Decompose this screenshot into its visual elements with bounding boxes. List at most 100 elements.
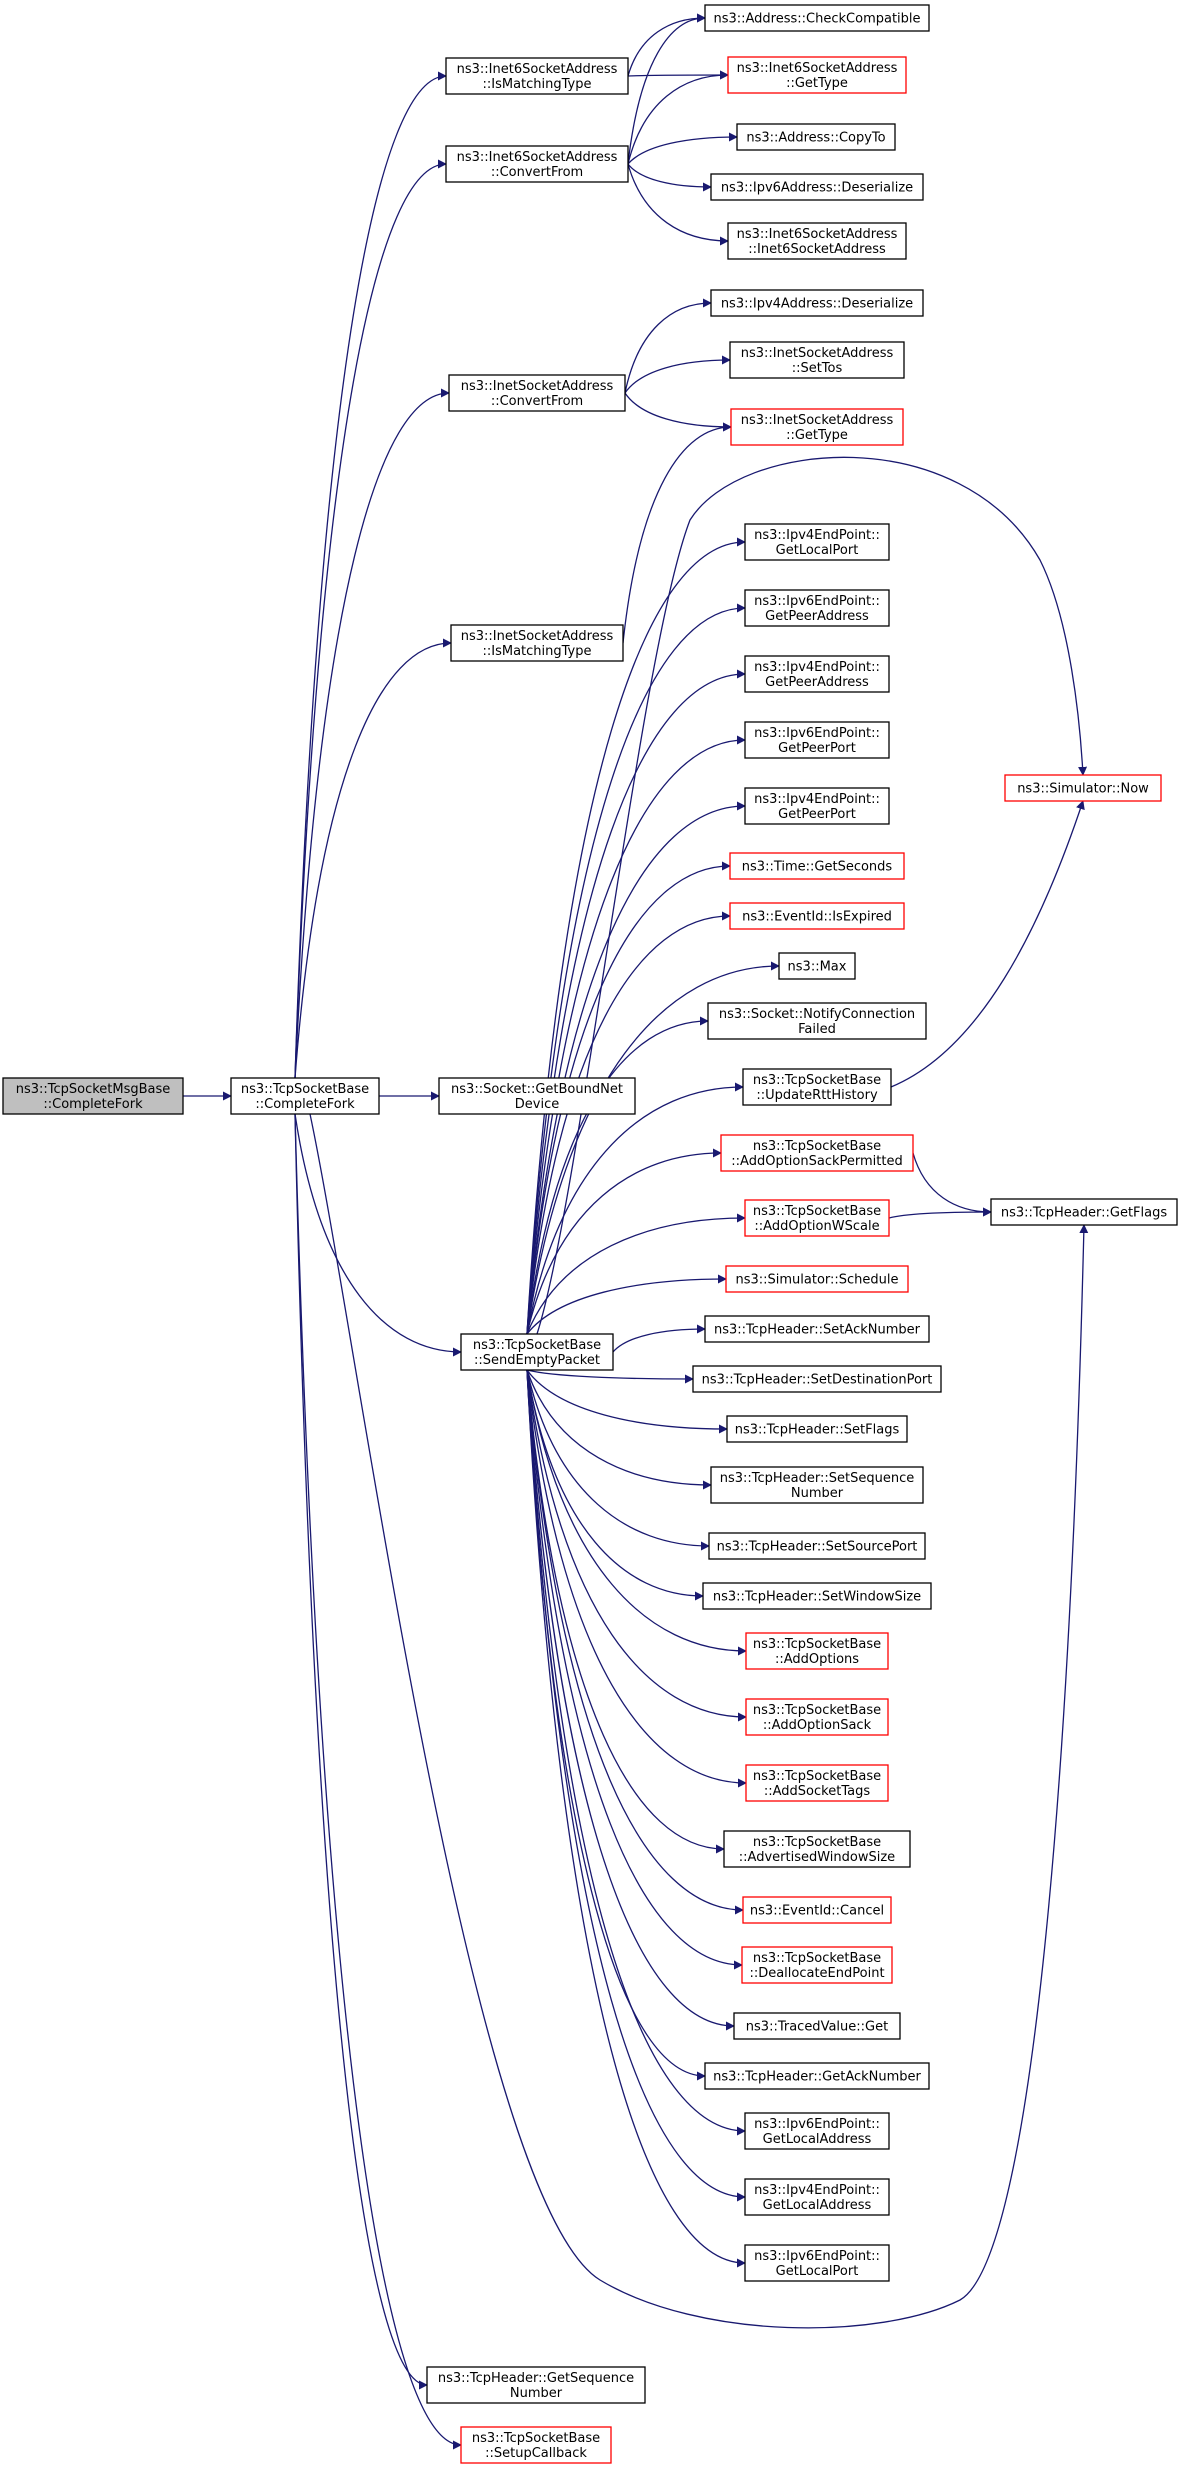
node-setsrc[interactable]: ns3::TcpHeader::SetSourcePort [708, 1532, 926, 1560]
node-label: ::SetTos [792, 361, 843, 376]
node-root[interactable]: ns3::TcpSocketMsgBase::CompleteFork [2, 1077, 184, 1115]
node-cancel[interactable]: ns3::EventId::Cancel [742, 1896, 892, 1924]
node-setdst[interactable]: ns3::TcpHeader::SetDestinationPort [692, 1365, 942, 1393]
node-box [744, 787, 890, 825]
edges-layer [182, 13, 1089, 2450]
node-box [744, 655, 890, 693]
node-sep[interactable]: ns3::TcpSocketBase::SendEmptyPacket [460, 1333, 614, 1371]
node-box [448, 374, 626, 412]
node-addopts[interactable]: ns3::TcpSocketBase::AddOptions [745, 1632, 889, 1670]
node-ep6laddr[interactable]: ns3::Ipv6EndPoint::GetLocalAddress [744, 2112, 890, 2150]
node-label: ns3::TcpHeader::SetAckNumber [714, 1323, 921, 1338]
node-i6conv[interactable]: ns3::Inet6SocketAddress::ConvertFrom [445, 145, 629, 183]
node-ep4lport[interactable]: ns3::Ipv4EndPoint::GetLocalPort [744, 523, 890, 561]
edge-i6conv-to-addrcheck [627, 13, 706, 165]
node-box [710, 1466, 924, 1504]
node-box [727, 56, 907, 94]
node-label: ns3::TcpHeader::GetSequence [438, 2371, 634, 2386]
node-label: ns3::TcpSocketBase [753, 1835, 881, 1850]
node-label: ns3::Address::CheckCompatible [713, 12, 920, 27]
node-setack[interactable]: ns3::TcpHeader::SetAckNumber [704, 1315, 930, 1343]
node-schedule[interactable]: ns3::Simulator::Schedule [725, 1265, 909, 1293]
node-box [426, 2366, 646, 2404]
edge-updrtt-to-simnow [890, 800, 1085, 1088]
edge-sep-to-ep6laddr [526, 1369, 746, 2136]
node-label: Number [791, 1486, 844, 1501]
node-label: GetPeerPort [778, 807, 856, 822]
node-i6ctor[interactable]: ns3::Inet6SocketAddress::Inet6SocketAddr… [727, 222, 907, 260]
node-i6type[interactable]: ns3::Inet6SocketAddress::GetType [727, 56, 907, 94]
node-ip6deser[interactable]: ns3::Ipv6Address::Deserialize [710, 173, 924, 201]
node-label: ns3::Ipv4EndPoint:: [754, 2183, 880, 2198]
node-ep4paddr[interactable]: ns3::Ipv4EndPoint::GetPeerAddress [744, 655, 890, 693]
node-label: ns3::TcpSocketMsgBase [16, 1082, 171, 1097]
node-label: ns3::Inet6SocketAddress [737, 61, 898, 76]
node-i6match[interactable]: ns3::Inet6SocketAddress::IsMatchingType [445, 57, 629, 95]
node-setflags[interactable]: ns3::TcpHeader::SetFlags [726, 1415, 908, 1443]
node-iconv[interactable]: ns3::InetSocketAddress::ConvertFrom [448, 374, 626, 412]
node-dealloc[interactable]: ns3::TcpSocketBase::DeallocateEndPoint [741, 1946, 893, 1984]
node-box [720, 1134, 914, 1172]
node-label: ns3::Ipv4EndPoint:: [754, 660, 880, 675]
edge-iconv-to-itype [624, 392, 732, 432]
node-ep4pport[interactable]: ns3::Ipv4EndPoint::GetPeerPort [744, 787, 890, 825]
node-label: ns3::Ipv4EndPoint:: [754, 528, 880, 543]
node-label: ns3::TcpSocketBase [753, 1204, 881, 1219]
node-box [744, 523, 890, 561]
node-ep6paddr[interactable]: ns3::Ipv6EndPoint::GetPeerAddress [744, 589, 890, 627]
node-ip4deser[interactable]: ns3::Ipv4Address::Deserialize [710, 289, 924, 317]
node-tracedget[interactable]: ns3::TracedValue::Get [733, 2012, 901, 2040]
node-getflags[interactable]: ns3::TcpHeader::GetFlags [990, 1198, 1178, 1226]
node-getsec[interactable]: ns3::Time::GetSeconds [729, 852, 905, 880]
node-label: GetLocalAddress [763, 2198, 872, 2213]
edge-sep-to-max [526, 961, 780, 1335]
node-addwscale[interactable]: ns3::TcpSocketBase::AddOptionWScale [744, 1199, 890, 1237]
edge-sep-to-tracedget [526, 1369, 735, 2031]
node-label: Failed [798, 1022, 836, 1037]
edge-sep-to-setdst [526, 1369, 694, 1384]
edge-sep-to-ep6paddr [526, 603, 746, 1335]
node-label: ns3::TcpSocketBase [753, 1637, 881, 1652]
node-addsackp[interactable]: ns3::TcpSocketBase::AddOptionSackPermitt… [720, 1134, 914, 1172]
node-label: ns3::Simulator::Schedule [735, 1273, 898, 1288]
edge-sep-to-dealloc [526, 1369, 743, 1970]
node-box [729, 852, 905, 880]
node-label: ::CompleteFork [43, 1097, 143, 1112]
node-simnow[interactable]: ns3::Simulator::Now [1004, 774, 1162, 802]
node-ep6pport[interactable]: ns3::Ipv6EndPoint::GetPeerPort [744, 721, 890, 759]
node-addrcheck[interactable]: ns3::Address::CheckCompatible [704, 4, 930, 32]
node-addsack[interactable]: ns3::TcpSocketBase::AddOptionSack [745, 1698, 889, 1736]
node-label: ns3::Inet6SocketAddress [457, 150, 618, 165]
node-label: ns3::InetSocketAddress [461, 379, 614, 394]
node-max[interactable]: ns3::Max [778, 952, 856, 980]
node-copyto[interactable]: ns3::Address::CopyTo [736, 123, 896, 151]
node-cf[interactable]: ns3::TcpSocketBase::CompleteFork [230, 1077, 380, 1115]
node-itype[interactable]: ns3::InetSocketAddress::GetType [730, 408, 904, 446]
node-box [1004, 774, 1162, 802]
node-advwin[interactable]: ns3::TcpSocketBase::AdvertisedWindowSize [723, 1830, 911, 1868]
node-box [742, 1068, 892, 1106]
node-imatch[interactable]: ns3::InetSocketAddress::IsMatchingType [450, 624, 624, 662]
node-box [723, 1830, 911, 1868]
node-label: ns3::Inet6SocketAddress [457, 62, 618, 77]
node-settos[interactable]: ns3::InetSocketAddress::SetTos [729, 341, 905, 379]
node-addtags[interactable]: ns3::TcpSocketBase::AddSocketTags [745, 1764, 889, 1802]
node-setupcb[interactable]: ns3::TcpSocketBase::SetupCallback [460, 2426, 612, 2464]
node-updrtt[interactable]: ns3::TcpSocketBase::UpdateRttHistory [742, 1068, 892, 1106]
node-getack[interactable]: ns3::TcpHeader::GetAckNumber [704, 2062, 930, 2090]
node-box [742, 1896, 892, 1924]
node-label: ::Inet6SocketAddress [748, 242, 886, 257]
node-ep6lport[interactable]: ns3::Ipv6EndPoint::GetLocalPort [744, 2244, 890, 2282]
node-label: ns3::InetSocketAddress [741, 413, 894, 428]
node-label: ::IsMatchingType [483, 77, 592, 92]
node-label: ns3::Max [788, 960, 847, 975]
node-ep4laddr[interactable]: ns3::Ipv4EndPoint::GetLocalAddress [744, 2178, 890, 2216]
node-isexp[interactable]: ns3::EventId::IsExpired [729, 902, 905, 930]
node-label: ::IsMatchingType [483, 644, 592, 659]
node-setwin[interactable]: ns3::TcpHeader::SetWindowSize [702, 1582, 932, 1610]
node-label: ns3::Ipv6EndPoint:: [754, 726, 880, 741]
